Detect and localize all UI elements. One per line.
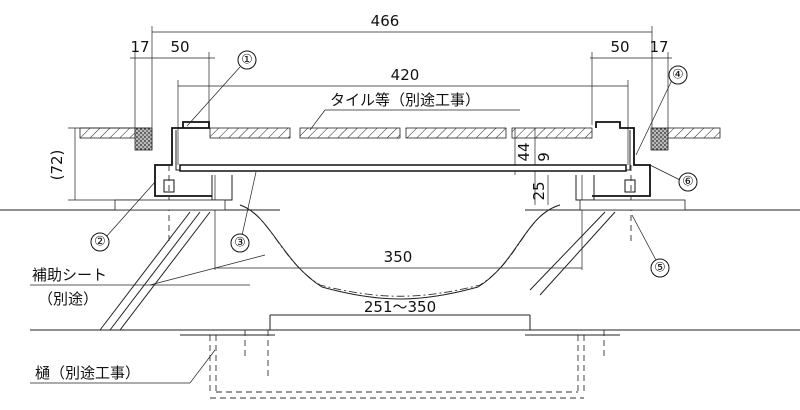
callout-6: ⑥ [678,172,698,192]
callout-1: ① [237,50,257,70]
annotation-labels: タイル等（別途工事） 補助シート （別途） 樋（別途工事） [30,91,520,384]
label-gutter: 樋（別途工事） [35,364,140,382]
gutter-sheet-curve [239,204,561,300]
dim-gutter-range: 251～350 [364,298,436,316]
cover-frame [154,121,651,245]
callout-2-label: ② [94,235,106,250]
callout-5-label: ⑤ [654,261,666,276]
callout-1-label: ① [241,53,253,68]
callout-6-label: ⑥ [682,175,694,190]
dim-left-flange: 50 [170,38,189,56]
dim-depth-9: 9 [535,152,553,162]
callout-markers: ① ② ③ ④ ⑤ ⑥ [90,50,698,278]
label-tile: タイル等（別途工事） [330,91,480,109]
dim-gutter-width: 350 [384,248,413,266]
callout-3-label: ③ [234,236,246,251]
gutter-trough [180,330,620,399]
dim-inner-width: 420 [391,66,420,84]
dim-right-flange: 50 [610,38,629,56]
dim-overall-width: 466 [371,12,400,30]
dim-left-offset: 17 [130,38,149,56]
concrete-slab [0,199,800,331]
callout-4-label: ④ [672,68,684,83]
dim-depth-72: (72) [48,150,66,181]
callout-2: ② [90,232,110,252]
callout-4: ④ [668,65,688,85]
dim-depth-25: 25 [530,181,548,200]
label-aux-sheet-note: （別途） [38,290,98,308]
dim-right-offset: 17 [649,38,668,56]
dimension-lines [68,26,672,270]
label-aux-sheet: 補助シート [32,266,107,284]
callout-leaders [105,66,683,263]
dim-depth-44: 44 [515,142,533,161]
callout-5: ⑤ [650,258,670,278]
callout-3: ③ [230,233,250,253]
dimension-values: 466 17 50 420 50 17 (72) 44 9 25 350 251… [48,12,669,316]
floor-tile-layer [79,127,721,151]
